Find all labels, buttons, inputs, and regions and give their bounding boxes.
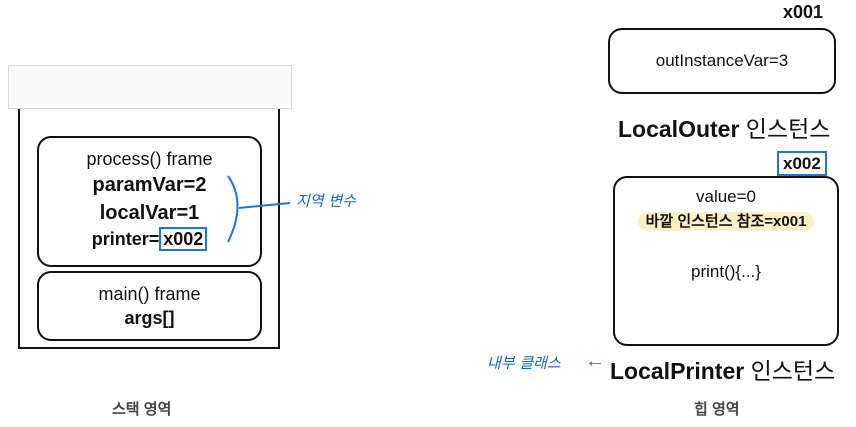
outer-address: x001	[783, 2, 824, 22]
printer-ref-box: x002	[159, 227, 208, 251]
inner-class-note: 내부 클래스	[487, 354, 561, 372]
stack-area-caption: 스택 영역	[112, 401, 172, 418]
printer-var: printer=x002	[39, 227, 260, 251]
args-var: args[]	[124, 308, 175, 328]
main-frame-title: main() frame	[98, 284, 201, 304]
local-variable-brace	[227, 175, 291, 243]
local-outer-class: LocalOuter	[618, 116, 740, 142]
local-variable-note: 지역 변수	[296, 192, 356, 210]
local-outer-object: outInstanceVar=3	[608, 28, 836, 94]
local-outer-label: LocalOuter 인스턴스	[618, 110, 830, 144]
stack-container	[18, 109, 280, 349]
value-field: value=0	[695, 187, 757, 206]
local-printer-class: LocalPrinter	[610, 358, 745, 384]
printer-var-label: printer=	[91, 229, 160, 249]
print-method: print(){...}	[691, 262, 761, 281]
stack-top-cap	[8, 65, 292, 109]
local-var: localVar=1	[99, 202, 200, 224]
printer-address-box: x002	[777, 151, 827, 176]
main-frame: main() frame args[]	[37, 271, 262, 341]
heap-area-caption: 힙 영역	[694, 401, 740, 418]
local-printer-label: LocalPrinter 인스턴스	[610, 352, 835, 386]
inner-class-arrow: ←	[585, 350, 605, 372]
process-frame: process() frame paramVar=2 localVar=1 pr…	[37, 136, 262, 267]
local-printer-object: value=0 바깥 인스턴스 참조=x001 print(){...}	[613, 176, 839, 346]
outer-ref-highlight: 바깥 인스턴스 참조=x001	[637, 212, 815, 231]
param-var: paramVar=2	[92, 174, 207, 196]
local-outer-suffix: 인스턴스	[739, 116, 831, 142]
out-instance-var: outInstanceVar=3	[655, 51, 789, 70]
outer-ref-row: 바깥 인스턴스 참조=x001	[615, 210, 837, 231]
local-printer-suffix: 인스턴스	[744, 358, 836, 384]
process-frame-title: process() frame	[86, 149, 213, 169]
